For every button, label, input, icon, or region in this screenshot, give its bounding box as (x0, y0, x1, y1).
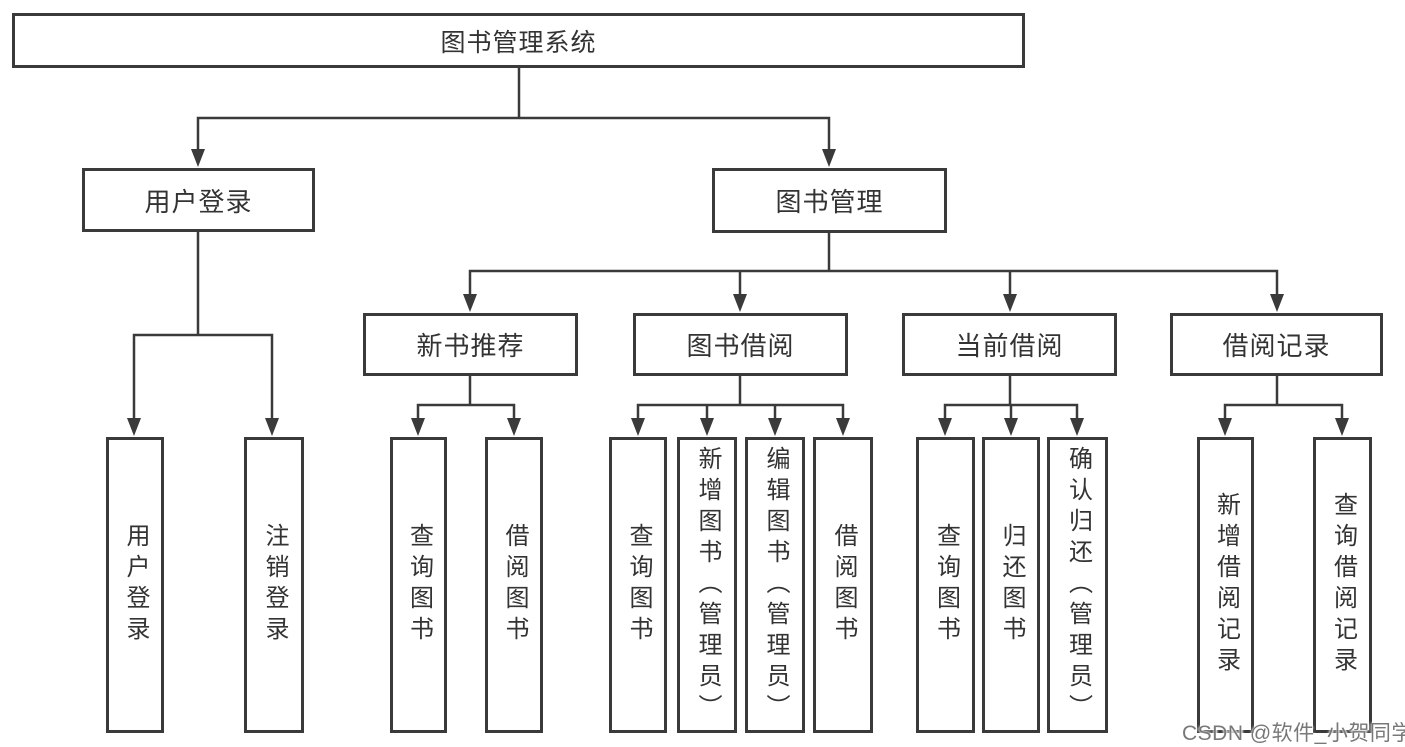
csdn-watermark: CSDN @软件_小贺同学 (1182, 722, 1405, 745)
leaf-label: 注销登录 (261, 523, 288, 647)
leaf-label: 确认归还（管理员） (1064, 445, 1092, 725)
leaf-borrow-books-recommend: 借阅图书 (485, 437, 543, 733)
node-book-borrowing: 图书借阅 (633, 313, 848, 376)
node-library-management-system: 图书管理系统 (12, 13, 1025, 68)
leaf-confirm-return-admin: 确认归还（管理员） (1047, 437, 1108, 733)
leaf-borrow-books: 借阅图书 (813, 437, 873, 733)
leaf-query-borrow-record: 查询借阅记录 (1313, 437, 1372, 733)
leaf-label: 查询图书 (625, 523, 652, 647)
leaf-user-login: 用户登录 (106, 437, 164, 733)
node-current-borrowing: 当前借阅 (902, 313, 1117, 376)
leaf-query-books-borrow: 查询图书 (609, 437, 667, 733)
leaf-edit-books-admin: 编辑图书（管理员） (745, 437, 805, 733)
node-book-management: 图书管理 (712, 168, 947, 233)
leaf-label: 借阅图书 (501, 523, 528, 647)
leaf-label: 新增借阅记录 (1212, 492, 1240, 678)
leaf-label: 借阅图书 (830, 523, 857, 647)
node-user-login: 用户登录 (82, 168, 315, 232)
leaf-query-books-current: 查询图书 (916, 437, 975, 733)
leaf-label: 归还图书 (998, 523, 1025, 647)
leaf-return-books: 归还图书 (982, 437, 1040, 733)
leaf-logout: 注销登录 (244, 437, 304, 733)
leaf-label: 查询借阅记录 (1329, 492, 1357, 678)
node-new-book-recommendation: 新书推荐 (363, 313, 578, 376)
leaf-label: 新增图书（管理员） (694, 445, 721, 725)
leaf-add-borrow-record: 新增借阅记录 (1197, 437, 1254, 733)
leaf-query-books-recommend: 查询图书 (390, 437, 447, 733)
node-borrowing-records: 借阅记录 (1170, 313, 1383, 376)
leaf-add-books-admin: 新增图书（管理员） (677, 437, 737, 733)
leaf-label: 编辑图书（管理员） (762, 445, 789, 725)
leaf-label: 查询图书 (405, 523, 433, 647)
leaf-label: 用户登录 (122, 523, 149, 647)
leaf-label: 查询图书 (932, 523, 960, 647)
